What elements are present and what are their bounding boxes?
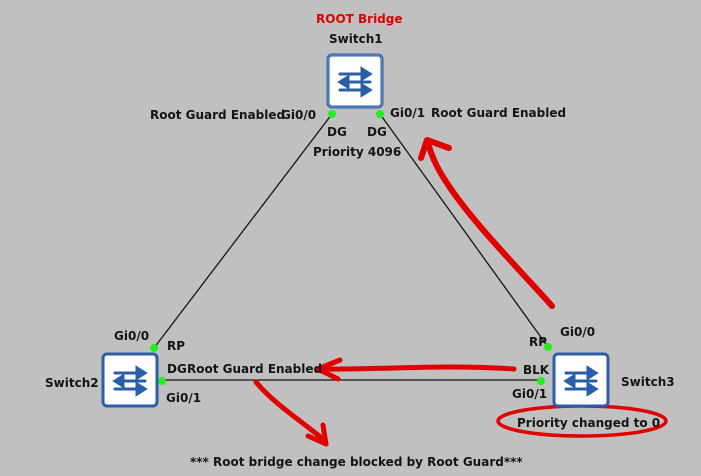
switch1-gi01-guard: Root Guard Enabled [431,106,567,120]
port-dot [150,344,158,352]
switch2-top-role: RP [167,339,186,353]
switch3-left-role: BLK [523,363,550,377]
link-switch1-switch3 [379,113,549,348]
switch2-icon[interactable] [101,352,159,408]
footer-note: *** Root bridge change blocked by Root G… [190,455,523,469]
switch3-top-role: RP [529,335,548,349]
switch1-name: Switch1 [329,32,383,46]
annotation-arrowhead-left [315,357,343,382]
switch2-gi00-port: Gi0/0 [114,329,150,343]
port-dot [544,343,552,351]
switch3-gi00-port: Gi0/0 [560,325,596,339]
switch1-gi00-guard: Root Guard Enabled [150,108,286,122]
port-dot [537,377,545,385]
annotation-arrowhead-up [418,137,452,161]
root-bridge-label: ROOT Bridge [316,12,403,26]
switch2-gi01-port: Gi0/1 [166,391,202,405]
annotation-arrow-down [253,379,327,443]
link-switch1-switch2 [153,113,333,349]
annotation-arrow-left [319,364,517,372]
switch1-left-role: DG [327,125,347,139]
switch3-priority: Priority changed to 0 [517,416,661,430]
switch1-gi00-port: Gi0/0 [281,108,317,122]
switch2-gi01-guard: Root Guard Enabled [187,362,323,376]
annotation-arrowhead-down [305,422,329,447]
switch2-name: Switch2 [45,376,99,390]
switch3-icon[interactable] [552,352,610,408]
port-dot [328,110,336,118]
switch3-name: Switch3 [621,375,675,389]
switch1-icon[interactable] [326,53,384,109]
port-dot [158,377,166,385]
switch3-gi01-port: Gi0/1 [512,387,548,401]
switch1-right-role: DG [367,125,387,139]
annotation-arrow-up [425,141,555,309]
switch1-gi01-port: Gi0/1 [390,106,426,120]
switch1-priority: Priority 4096 [313,145,402,159]
port-dot [376,110,384,118]
switch2-right-role: DG [167,362,187,376]
